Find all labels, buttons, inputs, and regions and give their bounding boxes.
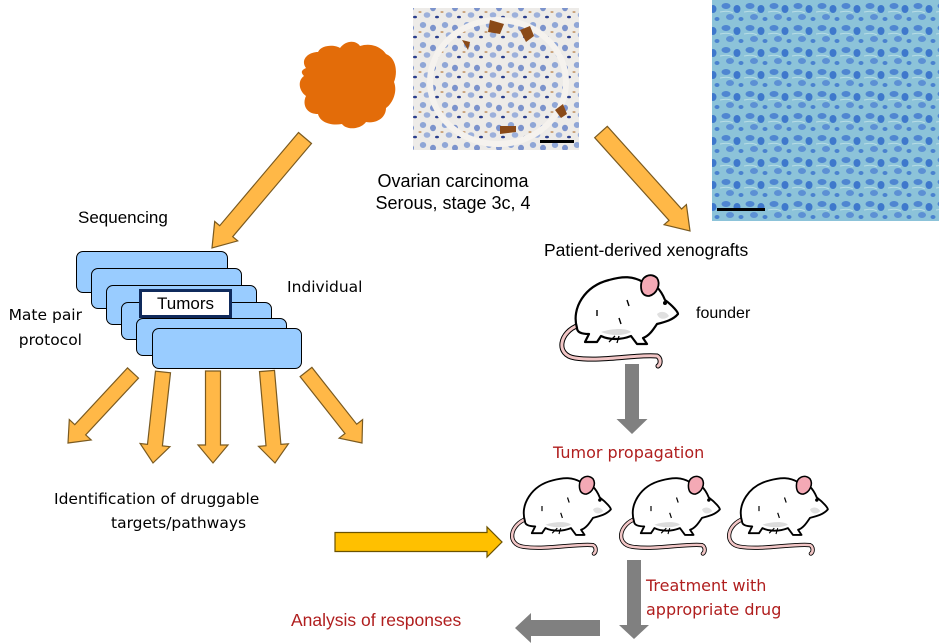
treatment-line2: appropriate drug [646,600,782,619]
propagated-mouse-icon [621,476,720,553]
fan-arrow [196,370,230,464]
fan-arrow [257,369,290,464]
arrow-founder-to-propagation [616,364,648,434]
propagated-mouse-icon [512,476,611,553]
sequencing-title: Sequencing [78,208,168,227]
propagated-mouse-icon [729,476,828,553]
treatment-label: Treatment with appropriate drug [646,574,781,622]
treatment-line1: Treatment with [646,576,767,595]
tumor-card [152,328,302,369]
arrow-to-xenografts [593,125,691,232]
tumor-propagation-label: Tumor propagation [553,443,705,462]
identification-label: Identification of druggable targets/path… [54,487,259,535]
arrow-to-sequencing [211,131,313,249]
mate-pair-line2: protocol [18,331,82,349]
identification-line2: targets/pathways [111,514,247,532]
identification-line1: Identification of druggable [54,490,260,508]
founder-label: founder [696,305,751,322]
arrow-to-analysis [515,613,600,643]
scale-bar [717,208,765,211]
ovarian-carcinoma-histology-image [413,8,579,150]
tumors-label-box: Tumors [139,289,232,318]
fan-arrow [67,367,140,444]
xenograft-histology-image [712,0,939,221]
source-label-line2: Serous, stage 3c, 4 [375,193,531,213]
source-label: Ovarian carcinoma Serous, stage 3c, 4 [352,170,554,214]
fan-arrow [138,370,172,464]
scale-bar [540,140,574,143]
arrow-treatment [619,560,649,639]
fan-arrow [299,366,364,444]
mate-pair-label: Mate pair protocol [0,303,82,353]
source-label-line1: Ovarian carcinoma [377,171,529,191]
arrow-targets-to-mice [334,525,503,559]
founder-mouse-icon [562,275,678,366]
tumor-blob-icon [299,41,396,129]
analysis-label: Analysis of responses [291,610,462,630]
mate-pair-line1: Mate pair [8,306,82,324]
individual-label: Individual [287,278,363,296]
xenografts-title: Patient-derived xenografts [544,240,749,260]
